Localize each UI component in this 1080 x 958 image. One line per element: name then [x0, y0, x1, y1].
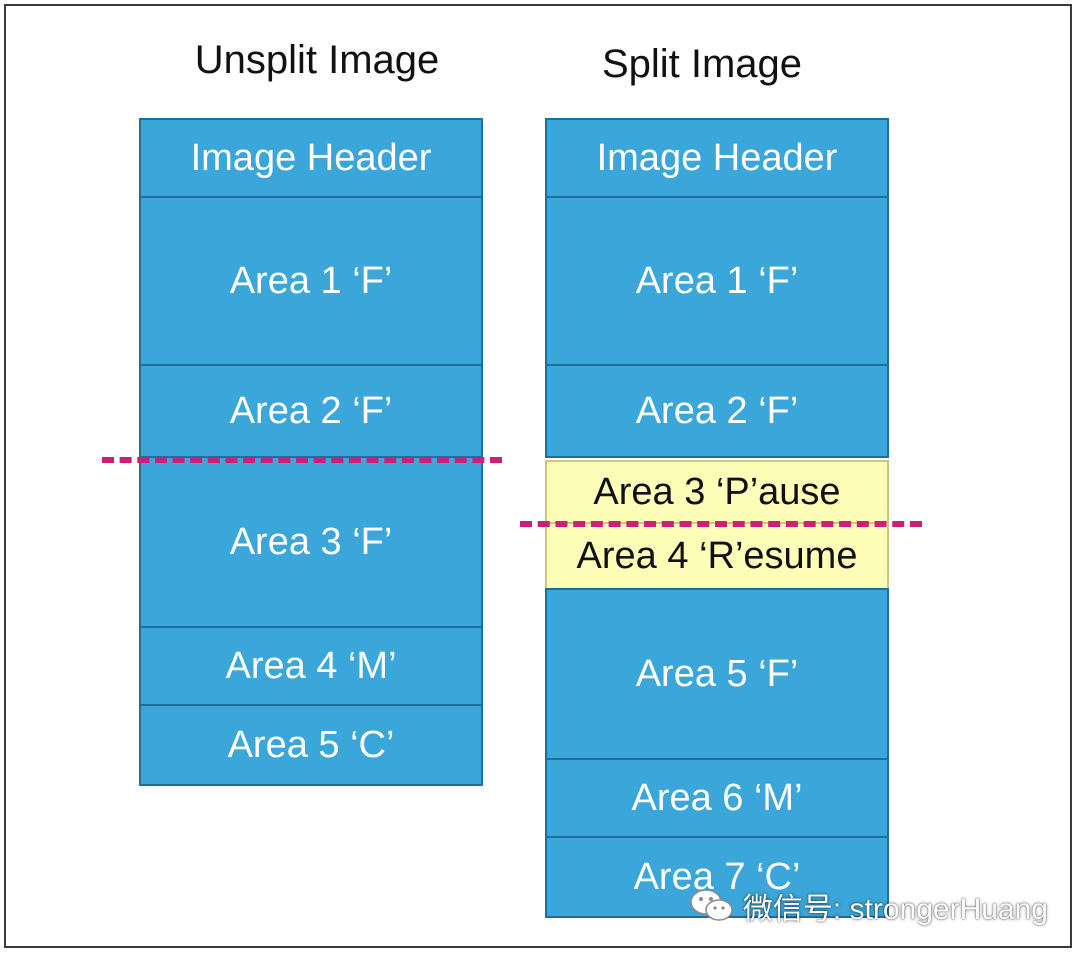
split-line-split	[520, 521, 922, 527]
split-block-6: Area 5 ‘F’	[545, 588, 889, 760]
watermark: 微信号: strongerHuang	[689, 884, 1048, 928]
split-block-7: Area 6 ‘M’	[545, 758, 889, 838]
unsplit-block-1: Image Header	[139, 118, 483, 198]
split-block-4: Area 3 ‘P’ause	[545, 460, 889, 524]
split-block-5: Area 4 ‘R’esume	[545, 522, 889, 590]
unsplit-block-6: Area 5 ‘C’	[139, 704, 483, 786]
wechat-icon	[690, 889, 733, 921]
split-title: Split Image	[601, 42, 803, 86]
split-block-1: Image Header	[545, 118, 889, 198]
split-block-2: Area 1 ‘F’	[545, 196, 889, 366]
unsplit-block-2: Area 1 ‘F’	[139, 196, 483, 366]
unsplit-block-3: Area 2 ‘F’	[139, 364, 483, 458]
unsplit-block-5: Area 4 ‘M’	[139, 626, 483, 706]
split-line-unsplit	[102, 457, 502, 463]
split-block-3: Area 2 ‘F’	[545, 364, 889, 458]
unsplit-title: Unsplit Image	[194, 38, 440, 82]
unsplit-block-4: Area 3 ‘F’	[139, 456, 483, 628]
watermark-text: 微信号: strongerHuang	[742, 893, 1048, 926]
